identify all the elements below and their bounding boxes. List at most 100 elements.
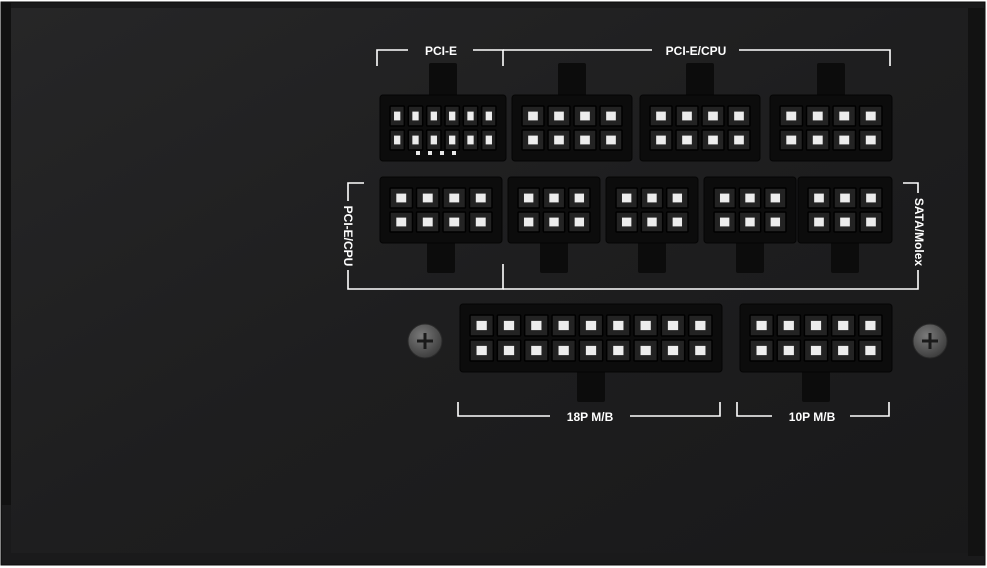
pin-contact (734, 135, 744, 145)
connector-6pin-sata-molex-latch (638, 239, 666, 273)
connector-16pin-pcie-latch (429, 63, 457, 97)
pin-contact (467, 135, 474, 145)
pin-contact (528, 135, 538, 145)
pin-contact (734, 111, 744, 121)
connector-8pin-pcie-cpu-latch (427, 239, 455, 273)
pin-contact (574, 217, 585, 227)
pin-contact (672, 217, 683, 227)
label-18p-mb: 18P M/B (567, 410, 614, 424)
pin-contact (475, 193, 486, 203)
pin-contact (865, 135, 876, 145)
pin-contact (865, 320, 876, 331)
connector-8pin-pcie-cpu (511, 94, 633, 162)
pin-contact (866, 193, 876, 203)
connector-6pin-sata-molex-latch (540, 239, 568, 273)
pin-contact (786, 111, 797, 121)
pin-contact (412, 111, 419, 121)
pin-contact (695, 320, 706, 331)
pin-contact (708, 135, 718, 145)
label-pcie-top: PCI-E (425, 44, 457, 58)
pin-contact (719, 217, 730, 227)
connector-6pin-sata-molex-latch (831, 239, 859, 273)
connector-6pin-sata-molex (703, 176, 797, 244)
pin-contact (503, 320, 515, 331)
pin-contact (580, 135, 590, 145)
connector-8pin-pcie-cpu-latch (686, 63, 714, 97)
connector-6pin-sata-molex (605, 176, 699, 244)
pin-contact (682, 111, 692, 121)
pin-contact (672, 193, 683, 203)
pin-contact (523, 217, 534, 227)
pin-contact (430, 135, 437, 145)
connector-8pin-pcie-cpu (379, 176, 503, 244)
pin-contact (394, 111, 401, 121)
pin-contact (449, 135, 456, 145)
label-pcie-cpu-top: PCI-E/CPU (666, 44, 727, 58)
pin-contact (640, 345, 651, 356)
connector-18pin-mb (459, 303, 723, 373)
pin-contact (756, 320, 767, 331)
sense-pin (416, 151, 420, 155)
pin-contact (449, 111, 456, 121)
pin-contact (503, 345, 515, 356)
label-10p-mb: 10P M/B (789, 410, 836, 424)
pin-contact (523, 193, 534, 203)
pin-contact (756, 345, 767, 356)
pin-contact (554, 135, 564, 145)
pin-contact (667, 345, 679, 356)
pin-contact (549, 217, 559, 227)
screw-right-icon (912, 323, 948, 359)
connector-8pin-pcie-cpu-latch (558, 63, 586, 97)
pin-contact (549, 193, 559, 203)
sense-pin (452, 151, 456, 155)
sense-pin (428, 151, 432, 155)
pin-contact (840, 217, 850, 227)
pin-contact (810, 345, 822, 356)
pin-contact (812, 111, 823, 121)
pin-contact (449, 217, 460, 227)
pin-contact (786, 135, 797, 145)
pin-contact (719, 193, 730, 203)
pin-contact (812, 135, 823, 145)
connector-8pin-pcie-cpu-latch (817, 63, 845, 97)
housing-right-rail (968, 8, 985, 556)
pin-contact (396, 217, 407, 227)
pin-contact (647, 217, 657, 227)
pin-contact (647, 193, 657, 203)
connector-10pin-mb-latch (802, 368, 830, 402)
pin-contact (656, 135, 666, 145)
pin-contact (430, 111, 437, 121)
pin-contact (613, 345, 624, 356)
label-pcie-cpu-left: PCI-E/CPU (341, 206, 355, 267)
pin-contact (865, 111, 876, 121)
pin-contact (814, 217, 824, 227)
pin-contact (810, 320, 822, 331)
connector-group (379, 63, 893, 402)
pin-contact (838, 345, 849, 356)
pin-contact (485, 111, 492, 121)
pin-contact (770, 217, 781, 227)
pin-contact (554, 111, 564, 121)
housing-left-rail (1, 2, 11, 505)
pin-contact (682, 135, 692, 145)
pin-contact (667, 320, 679, 331)
pin-contact (621, 193, 632, 203)
pin-contact (606, 135, 616, 145)
pin-contact (574, 193, 585, 203)
pin-contact (613, 320, 624, 331)
sense-pin (440, 151, 444, 155)
pin-contact (656, 111, 666, 121)
pin-contact (558, 320, 569, 331)
pin-contact (839, 111, 850, 121)
pin-contact (621, 217, 632, 227)
pin-contact (783, 345, 794, 356)
pin-contact (412, 135, 419, 145)
pin-contact (449, 193, 460, 203)
pin-contact (476, 345, 487, 356)
pin-contact (838, 320, 849, 331)
pin-contact (783, 320, 794, 331)
pin-contact (640, 320, 651, 331)
pin-contact (467, 111, 474, 121)
pin-contact (422, 217, 433, 227)
